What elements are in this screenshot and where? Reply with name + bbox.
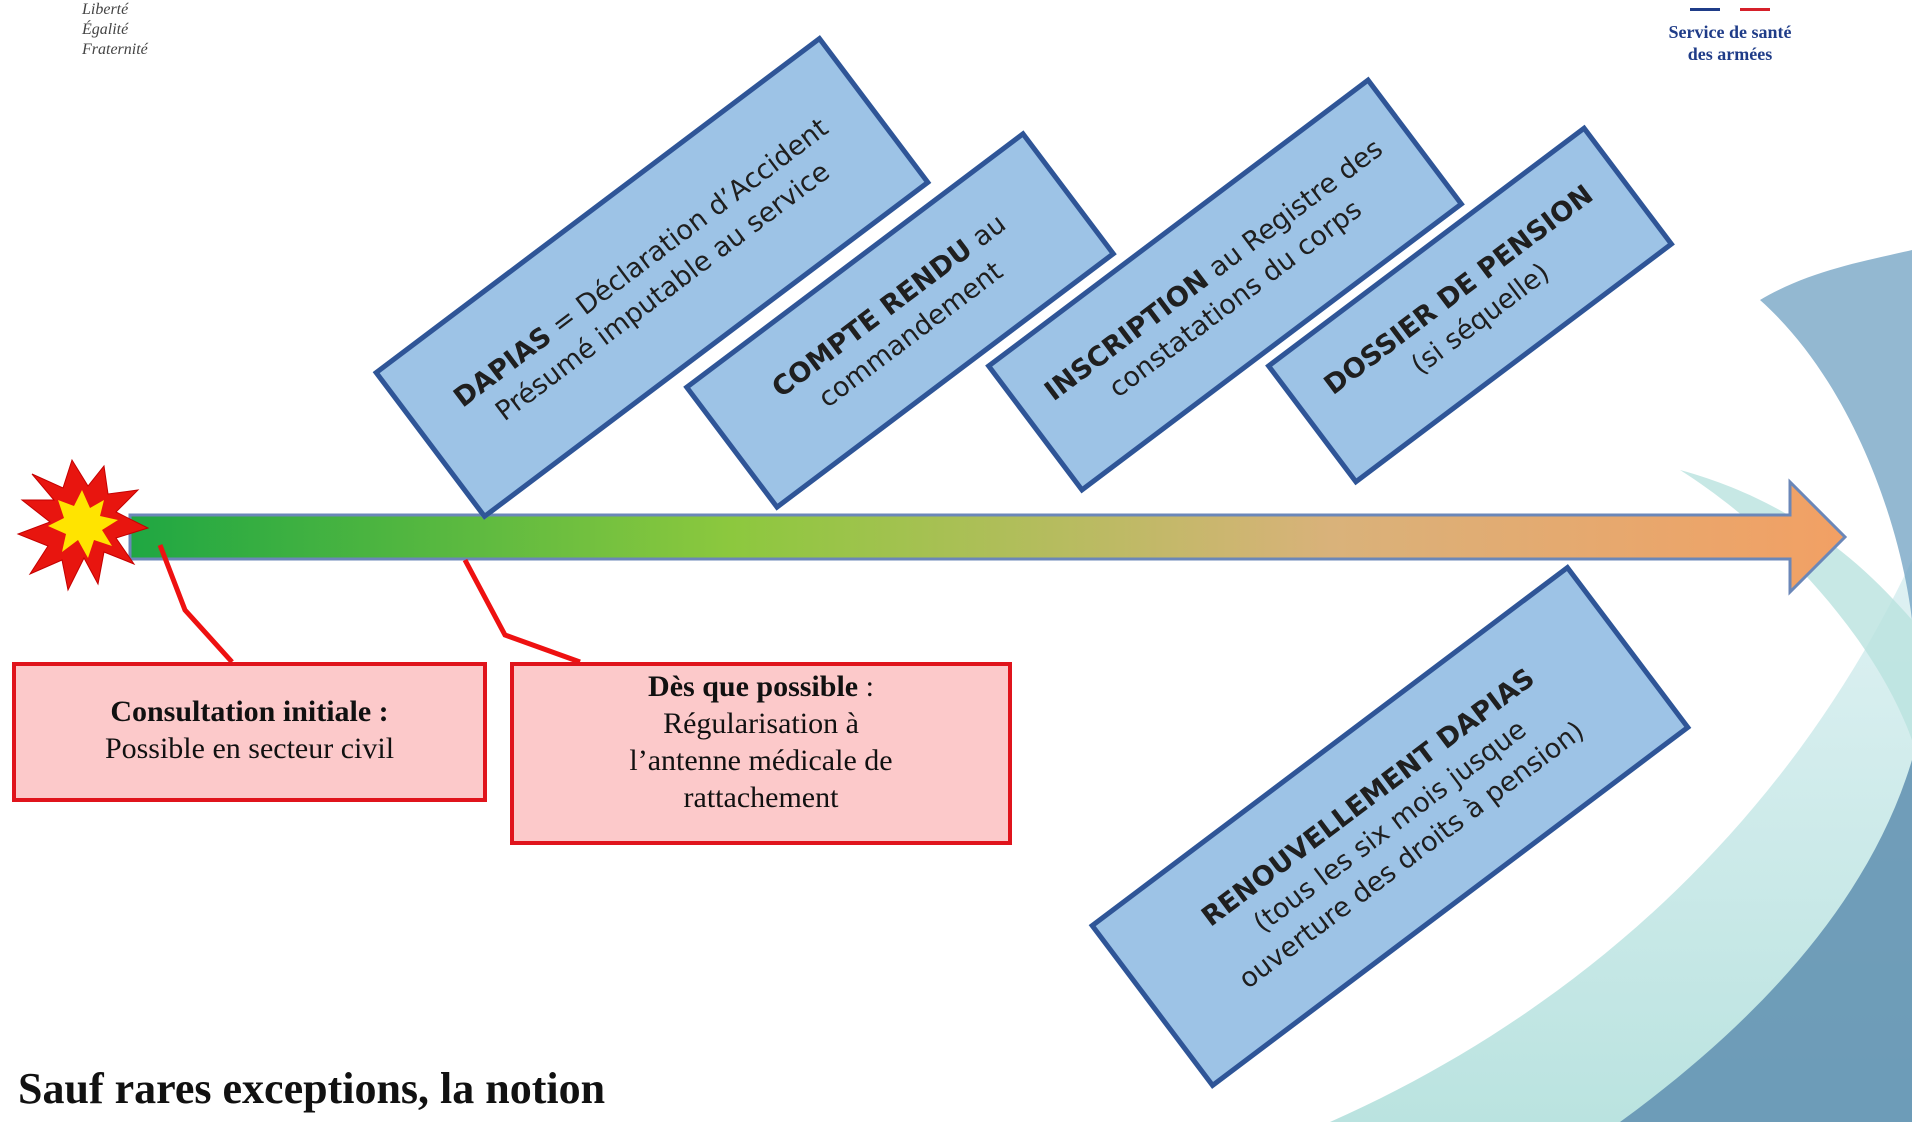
des-que-line3: rattachement (683, 781, 839, 814)
consultation-body: Possible en secteur civil (104, 732, 395, 765)
motto-fraternite: Fraternité (82, 41, 148, 58)
decorative-band-upper (1760, 250, 1912, 620)
des-que-line2: l’antenne médicale de (629, 744, 893, 777)
consultation-title: Consultation initiale : (110, 695, 389, 728)
ssa-logo-line2: des armées (1687, 44, 1773, 64)
motto-liberte: Liberté (82, 1, 129, 18)
des-que-title: Dès que possible (648, 670, 859, 703)
motto-egalite: Égalité (82, 21, 129, 38)
decorative-swoosh-light (1330, 560, 1912, 1122)
explosion-core (48, 490, 118, 558)
des-que-line1: Régularisation à (663, 707, 859, 740)
note-consultation-initiale: Consultation initiale : Possible en sect… (12, 662, 487, 802)
des-que-sep: : (858, 670, 874, 703)
connector-consultation (157, 544, 234, 664)
connector-des-que-possible (462, 558, 581, 665)
republic-motto: Liberté Égalité Fraternité (82, 0, 148, 60)
tricolor-flag-icon (1640, 8, 1820, 16)
ssa-logo-line1: Service de santé (1668, 22, 1792, 42)
ssa-logo: Service de santé des armées (1640, 0, 1820, 80)
timeline-arrow (128, 478, 1848, 596)
note-des-que-possible: Dès que possible : Régularisation à l’an… (510, 662, 1012, 845)
decorative-swoosh-dark (1620, 760, 1912, 1122)
footer-statement: Sauf rares exceptions, la notion (18, 1064, 606, 1113)
